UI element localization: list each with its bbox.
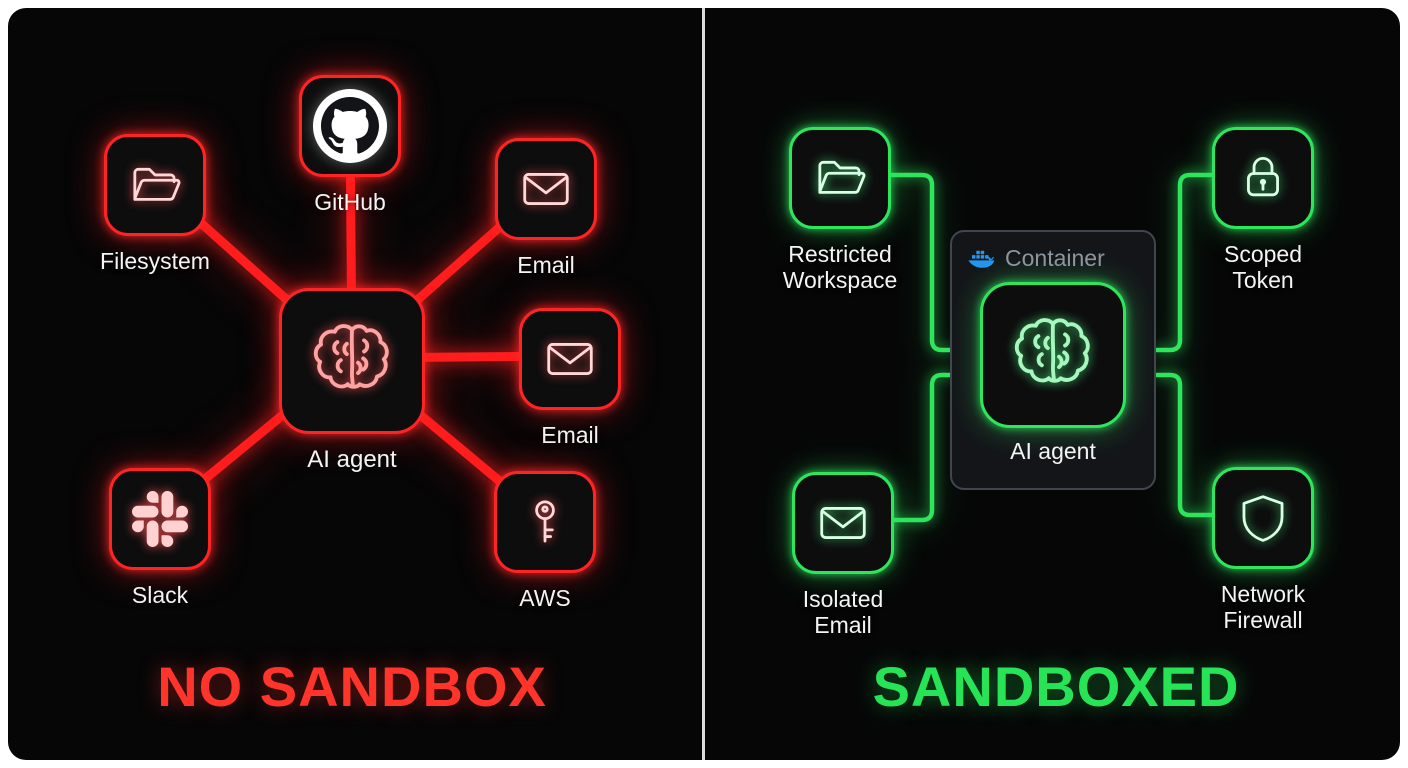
- brain-icon: [313, 324, 389, 389]
- brain-icon: [1014, 318, 1090, 383]
- panel-divider: [702, 8, 705, 760]
- folder-icon: [133, 167, 181, 201]
- folder-icon: [818, 160, 866, 194]
- node-ai-agent-left: AI agent: [272, 288, 432, 474]
- docker-whale-icon: [968, 250, 995, 268]
- container-label: Container: [1005, 245, 1105, 271]
- node-email-right: Email: [490, 308, 650, 448]
- lock-icon: [1247, 157, 1279, 197]
- node-filesystem: Filesystem: [75, 134, 235, 274]
- node-restricted-workspace: Restricted Workspace: [760, 127, 920, 294]
- node-aws: AWS: [465, 471, 625, 611]
- node-label: Restricted Workspace: [782, 241, 898, 294]
- container-header: Container: [952, 232, 1154, 280]
- left-panel-title: NO SANDBOX: [157, 655, 547, 718]
- node-label: GitHub: [314, 189, 386, 215]
- ai-agent-box: [279, 288, 425, 434]
- node-label: Slack: [131, 582, 189, 608]
- filesystem-box: [104, 134, 206, 236]
- network-firewall-box: [1212, 467, 1314, 569]
- envelope-icon: [547, 343, 593, 375]
- shield-icon: [1242, 495, 1284, 542]
- node-label: Email: [517, 252, 575, 278]
- aws-box: [494, 471, 596, 573]
- node-isolated-email: Isolated Email: [763, 472, 923, 639]
- node-label: Scoped Token: [1223, 241, 1302, 294]
- node-scoped-token: Scoped Token: [1183, 127, 1343, 294]
- node-label: Filesystem: [100, 248, 210, 274]
- github-octocat-icon: [321, 97, 379, 154]
- ai-agent-label: AI agent: [1010, 438, 1096, 464]
- node-github: GitHub: [270, 75, 430, 215]
- scoped-token-box: [1212, 127, 1314, 229]
- github-circle: [313, 89, 387, 163]
- ai-agent-box: [980, 282, 1126, 428]
- container-box: Container AI agent: [950, 230, 1156, 490]
- right-panel-title: SANDBOXED: [872, 655, 1240, 718]
- node-label: AWS: [519, 585, 571, 611]
- node-network-firewall: Network Firewall: [1183, 467, 1343, 634]
- node-label: Email: [541, 422, 599, 448]
- node-slack: Slack: [80, 468, 240, 608]
- node-label: Network Firewall: [1220, 581, 1306, 634]
- envelope-icon: [523, 173, 569, 205]
- node-email-top: Email: [466, 138, 626, 278]
- key-icon: [535, 500, 555, 543]
- slack-icon: [132, 491, 188, 547]
- restricted-workspace-box: [789, 127, 891, 229]
- slack-box: [109, 468, 211, 570]
- github-box: [299, 75, 401, 177]
- email-box: [519, 308, 621, 410]
- ai-agent-label: AI agent: [307, 446, 397, 473]
- node-label: Isolated Email: [802, 586, 884, 639]
- email-box: [495, 138, 597, 240]
- isolated-email-box: [792, 472, 894, 574]
- envelope-icon: [820, 507, 866, 539]
